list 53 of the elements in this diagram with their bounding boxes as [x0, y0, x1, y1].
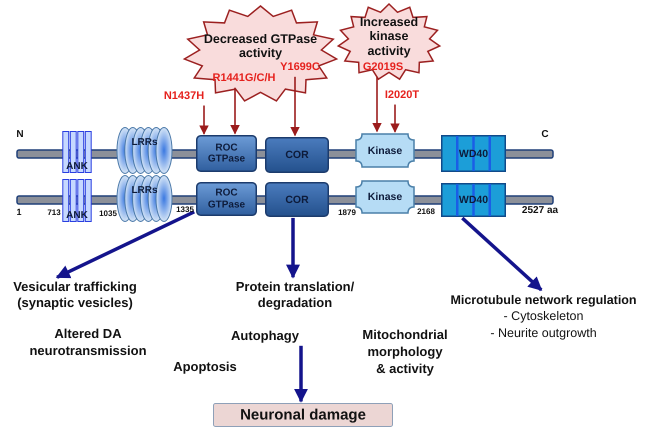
roc-domain — [196, 135, 257, 172]
wd40-domain — [441, 135, 506, 172]
terminus-label: N — [15, 128, 25, 141]
cor-domain — [265, 137, 329, 173]
domain-label: COR — [284, 193, 310, 206]
function-item: - Cytoskeleton — [502, 308, 584, 324]
domain-label: LRRs — [130, 185, 159, 196]
arrow — [199, 106, 209, 135]
domain-label: ROC GTPase — [206, 188, 246, 210]
callout-text: Decreased GTPase activity — [202, 32, 318, 61]
residue-number: 1035 — [98, 209, 118, 220]
domain-label: LRRs — [130, 137, 159, 148]
cor-domain — [265, 182, 329, 217]
roc-domain — [196, 182, 257, 216]
outcome-box — [213, 403, 393, 427]
effect-text: Apoptosis — [172, 359, 238, 376]
function-heading: Microtubule network regulation — [449, 292, 638, 308]
terminus-label: C — [540, 128, 550, 141]
arrow — [372, 76, 382, 132]
domain-label: COR — [284, 148, 310, 162]
mutation-label: G2019S — [354, 61, 412, 76]
mutation-label: N1437H — [156, 90, 212, 105]
domain-label: Kinase — [366, 144, 404, 157]
domain-label: Kinase — [366, 190, 404, 204]
effect-text: Mitochondrial morphology & activity — [361, 327, 449, 378]
residue-number: 2527 aa — [520, 204, 560, 217]
arrow — [286, 218, 300, 279]
callout-text: Increased kinase activity — [358, 15, 420, 58]
domain-label: Neuronal damage — [239, 406, 367, 424]
lrr-domain — [117, 175, 172, 222]
residue-number: 1335 — [175, 205, 195, 216]
domain-label: ROC GTPase — [206, 142, 246, 165]
residue-number: 1 — [15, 207, 22, 219]
kinase-domain — [355, 133, 415, 168]
kinase-domain — [355, 180, 415, 214]
arrow — [294, 346, 308, 403]
mutation-label: I2020T — [376, 89, 428, 104]
starburst-callout — [337, 3, 441, 81]
wd40-domain — [441, 183, 506, 217]
function-text: Vesicular trafficking (synaptic vesicles) — [4, 279, 146, 310]
function-text: Protein translation/ degradation — [224, 279, 366, 310]
arrow — [390, 104, 400, 133]
residue-number: 713 — [46, 208, 62, 218]
domain-label: WD40 — [458, 147, 490, 160]
lrr-domain — [117, 127, 172, 174]
mutation-label: R1441G/C/H — [204, 72, 284, 87]
arrow — [461, 216, 542, 292]
domain-label: WD40 — [458, 194, 490, 206]
effect-text: Altered DA neurotransmission — [28, 326, 148, 360]
arrow — [56, 210, 195, 279]
function-text: Autophagy — [222, 328, 308, 344]
residue-number: 2168 — [416, 207, 436, 218]
residue-number: 1879 — [337, 208, 357, 218]
